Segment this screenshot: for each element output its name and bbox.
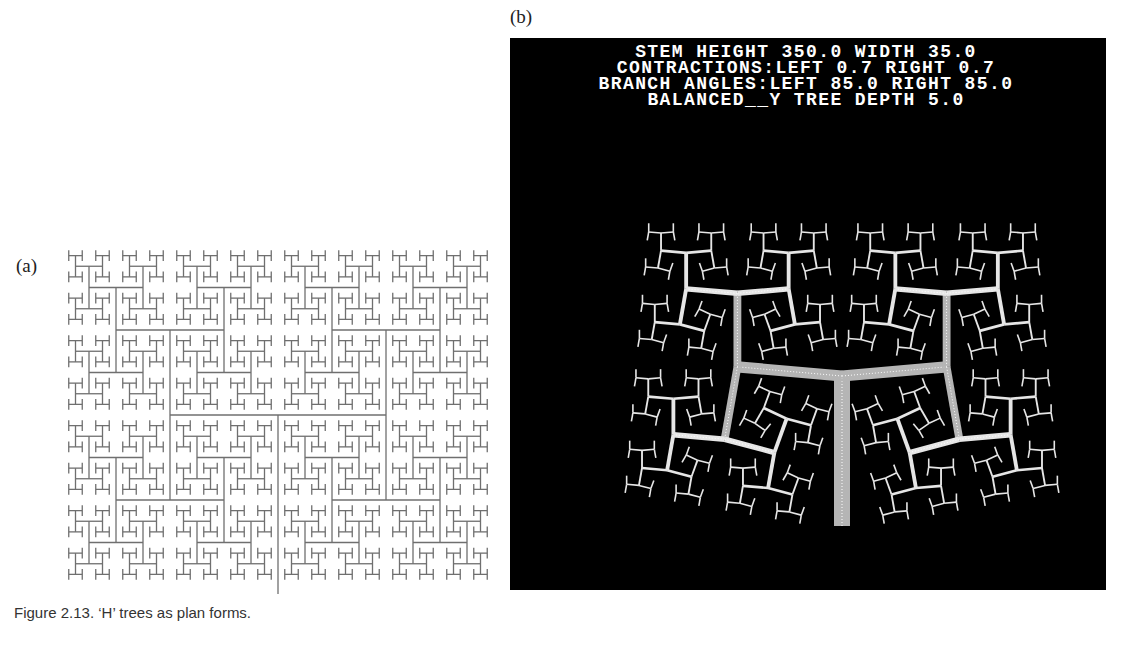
- part-label: (a): [16, 255, 37, 277]
- screen-panel: [510, 38, 1106, 590]
- h-tree-plan: [69, 250, 488, 594]
- y-tree-plan: [625, 223, 1059, 526]
- figure-caption: Figure 2.13. ‘H’ trees as plan forms.: [14, 604, 251, 621]
- parameter-line: CONTRACTIONS:LEFT 0.7 RIGHT 0.7: [617, 60, 995, 76]
- parameter-line: STEM HEIGHT 350.0 WIDTH 35.0: [635, 44, 977, 60]
- part-label: (b): [510, 6, 532, 28]
- parameter-line: BALANCED__Y TREE DEPTH 5.0: [647, 92, 964, 108]
- parameter-line: BRANCH ANGLES:LEFT 85.0 RIGHT 85.0: [599, 76, 1014, 92]
